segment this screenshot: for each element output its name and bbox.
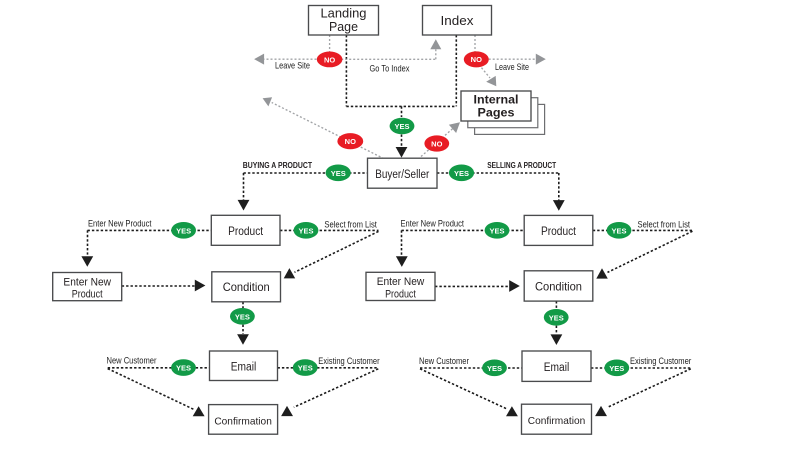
- svg-text:YES: YES: [487, 364, 502, 373]
- svg-text:YES: YES: [176, 364, 191, 373]
- svg-text:Leave Site: Leave Site: [275, 60, 310, 71]
- svg-text:Email: Email: [231, 362, 257, 374]
- svg-text:New Customer: New Customer: [107, 356, 157, 367]
- svg-text:Email: Email: [544, 362, 570, 374]
- svg-text:Leave Site: Leave Site: [495, 62, 529, 73]
- svg-text:Confirmation: Confirmation: [214, 415, 272, 427]
- svg-text:YES: YES: [298, 226, 313, 235]
- svg-text:YES: YES: [489, 226, 504, 235]
- svg-text:YES: YES: [176, 226, 191, 235]
- svg-text:NO: NO: [471, 55, 482, 64]
- svg-text:YES: YES: [331, 169, 346, 178]
- svg-text:NO: NO: [324, 56, 335, 65]
- svg-text:YES: YES: [549, 313, 564, 322]
- svg-text:Go To Index: Go To Index: [370, 64, 410, 75]
- svg-text:YES: YES: [235, 312, 250, 321]
- svg-text:Enter New: Enter New: [63, 276, 111, 288]
- svg-text:Existing Customer: Existing Customer: [318, 356, 379, 367]
- svg-text:SELLING A PRODUCT: SELLING A PRODUCT: [487, 161, 556, 170]
- svg-text:YES: YES: [394, 122, 409, 131]
- svg-text:NO: NO: [431, 140, 442, 149]
- svg-text:Pages: Pages: [478, 105, 515, 119]
- svg-text:Condition: Condition: [223, 280, 270, 294]
- svg-text:Page: Page: [329, 19, 358, 34]
- svg-text:YES: YES: [298, 364, 313, 373]
- svg-text:Landing: Landing: [321, 6, 367, 21]
- svg-text:YES: YES: [611, 226, 626, 235]
- svg-text:Internal: Internal: [474, 92, 519, 106]
- svg-text:YES: YES: [454, 169, 469, 178]
- svg-text:Select from List: Select from List: [638, 219, 691, 230]
- svg-text:Confirmation: Confirmation: [528, 415, 586, 427]
- svg-text:New Customer: New Customer: [419, 356, 469, 367]
- svg-text:Product: Product: [541, 224, 577, 238]
- svg-text:BUYING A PRODUCT: BUYING A PRODUCT: [243, 161, 312, 170]
- svg-text:Product: Product: [385, 288, 416, 300]
- svg-text:Select from List: Select from List: [324, 219, 377, 230]
- svg-text:NO: NO: [345, 137, 356, 146]
- svg-text:Product: Product: [228, 224, 264, 238]
- svg-text:Enter New Product: Enter New Product: [88, 219, 152, 230]
- svg-text:YES: YES: [609, 364, 624, 373]
- svg-text:Enter New: Enter New: [377, 276, 425, 288]
- svg-text:Enter New Product: Enter New Product: [401, 219, 465, 230]
- svg-text:Existing Customer: Existing Customer: [630, 356, 691, 367]
- svg-text:Product: Product: [72, 289, 103, 301]
- svg-text:Condition: Condition: [535, 280, 582, 294]
- svg-text:Index: Index: [441, 13, 475, 28]
- svg-text:Buyer/Seller: Buyer/Seller: [375, 169, 429, 181]
